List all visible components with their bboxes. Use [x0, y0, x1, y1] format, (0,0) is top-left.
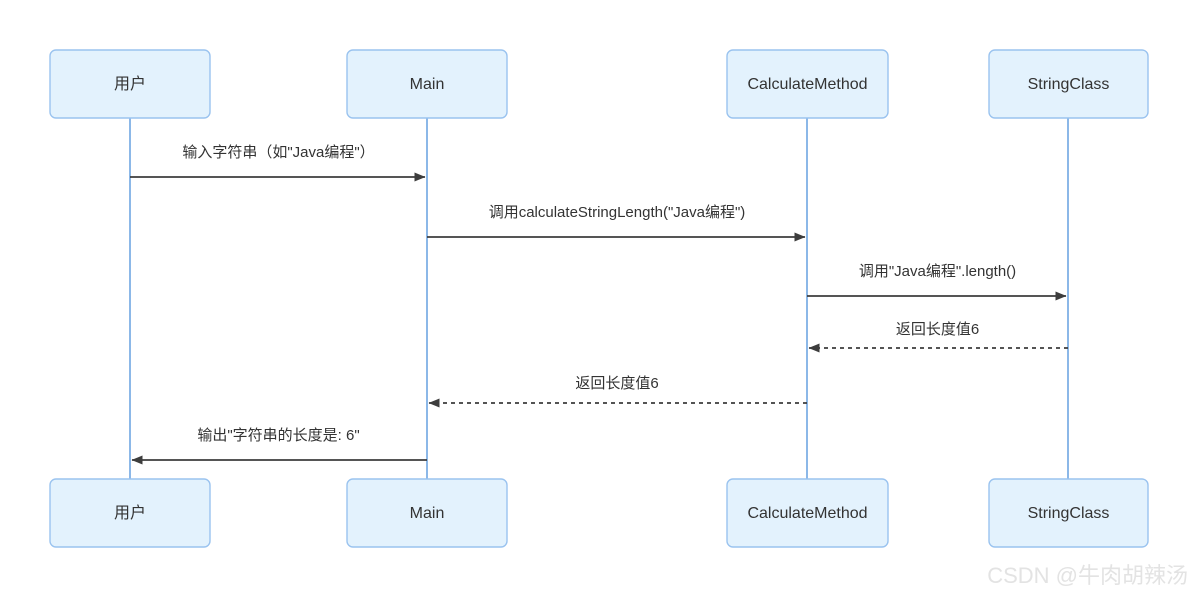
message-label-6: 输出"字符串的长度是: 6": [197, 427, 359, 444]
participant-main-bottom[interactable]: Main: [346, 478, 508, 548]
message-5-calculate_method-to-main[interactable]: 返回长度值6: [428, 375, 807, 408]
participant-box-string_class-bottom[interactable]: [988, 478, 1149, 548]
participant-label-string_class-bottom: StringClass: [1028, 505, 1110, 522]
lifelines-group: [129, 118, 1069, 479]
participant-label-calculate_method-top: CalculateMethod: [747, 76, 867, 93]
participant-label-main-bottom: Main: [410, 505, 445, 522]
participant-box-main-top[interactable]: [346, 49, 508, 119]
csdn-watermark: CSDN @牛肉胡辣汤: [987, 563, 1188, 588]
message-1-user-to-main[interactable]: 输入字符串（如"Java编程"）: [130, 144, 426, 182]
participant-calculate_method-top[interactable]: CalculateMethod: [726, 49, 889, 119]
messages-group: 输入字符串（如"Java编程"） 调用calculateStringLength(…: [130, 144, 1068, 465]
participant-calculate_method-bottom[interactable]: CalculateMethod: [726, 478, 889, 548]
participant-box-main-bottom[interactable]: [346, 478, 508, 548]
participant-box-string_class-top[interactable]: [988, 49, 1149, 119]
message-label-3: 调用"Java编程".length(): [859, 263, 1016, 280]
participant-label-main-top: Main: [410, 76, 445, 93]
participant-string_class-bottom[interactable]: StringClass: [988, 478, 1149, 548]
participant-box-user-bottom[interactable]: [49, 478, 211, 548]
message-3-calculate_method-to-string_class[interactable]: 调用"Java编程".length(): [807, 263, 1067, 301]
participant-label-calculate_method-bottom: CalculateMethod: [747, 505, 867, 522]
message-4-string_class-to-calculate_method[interactable]: 返回长度值6: [808, 321, 1068, 353]
participant-box-calculate_method-bottom[interactable]: [726, 478, 889, 548]
participant-label-string_class-top: StringClass: [1028, 76, 1110, 93]
participant-main-top[interactable]: Main: [346, 49, 508, 119]
message-label-2: 调用calculateStringLength("Java编程"): [489, 204, 746, 221]
message-label-1: 输入字符串（如"Java编程"）: [182, 144, 374, 161]
participant-label-user-top: 用户: [114, 75, 146, 93]
participant-box-user-top[interactable]: [49, 49, 211, 119]
participant-user-bottom[interactable]: 用户: [49, 478, 211, 548]
message-label-5: 返回长度值6: [575, 375, 658, 392]
message-label-4: 返回长度值6: [896, 321, 979, 338]
message-6-main-to-user[interactable]: 输出"字符串的长度是: 6": [131, 427, 427, 465]
participant-box-calculate_method-top[interactable]: [726, 49, 889, 119]
message-2-main-to-calculate_method[interactable]: 调用calculateStringLength("Java编程"): [427, 204, 806, 242]
participant-user-top[interactable]: 用户: [49, 49, 211, 119]
participant-string_class-top[interactable]: StringClass: [988, 49, 1149, 119]
participant-label-user-bottom: 用户: [114, 504, 146, 522]
